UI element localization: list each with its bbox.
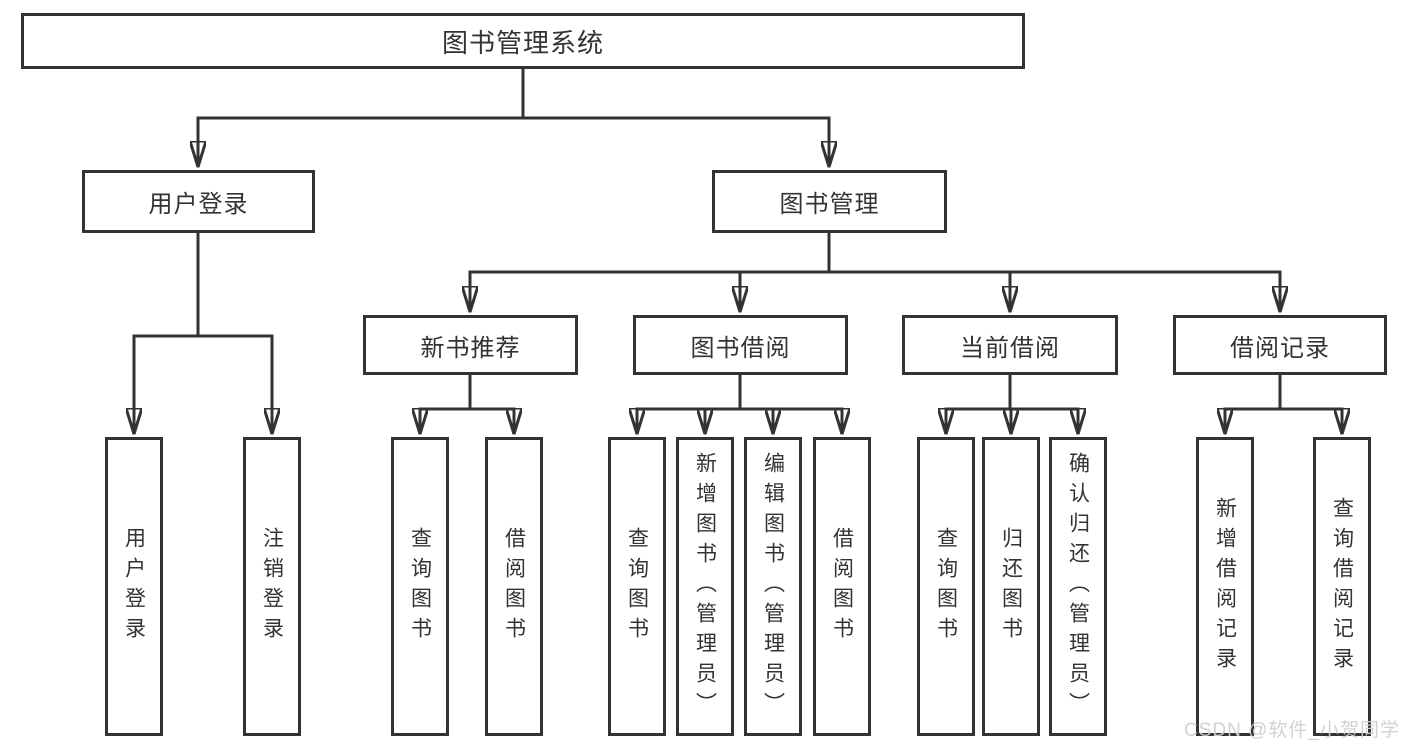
watermark: CSDN @软件_小贺同学: [1184, 720, 1400, 741]
leaf-confirm-return-admin: 确认归还（管理员）: [1049, 437, 1107, 736]
leaf-query-book-recommend: 查询图书: [391, 437, 449, 736]
connector-current-borrowing-children: [946, 373, 1078, 435]
leaf-query-book-current: 查询图书: [917, 437, 975, 736]
connector-book-management-children: [470, 231, 1280, 313]
leaf-borrow-book-recommend: 借阅图书: [485, 437, 543, 736]
leaf-add-book-admin: 新增图书（管理员）: [676, 437, 734, 736]
connector-user-login-children: [134, 231, 272, 435]
connector-borrowing-records-children: [1225, 373, 1342, 435]
leaf-query-borrow-record: 查询借阅记录: [1313, 437, 1371, 736]
leaf-user-login: 用户登录: [105, 437, 163, 736]
node-book-management: 图书管理: [712, 170, 947, 233]
node-new-book-recommend: 新书推荐: [363, 315, 578, 375]
node-current-borrowing: 当前借阅: [902, 315, 1118, 375]
leaf-query-book-borrowing: 查询图书: [608, 437, 666, 736]
leaf-edit-book-admin: 编辑图书（管理员）: [744, 437, 802, 736]
node-borrowing-records: 借阅记录: [1173, 315, 1387, 375]
node-book-borrowing: 图书借阅: [633, 315, 848, 375]
leaf-logout-login: 注销登录: [243, 437, 301, 736]
leaf-add-borrow-record: 新增借阅记录: [1196, 437, 1254, 736]
connector-root-to-level2: [198, 67, 829, 168]
node-user-login: 用户登录: [82, 170, 315, 233]
connector-book-borrowing-children: [637, 373, 842, 435]
leaf-return-book: 归还图书: [982, 437, 1040, 736]
leaf-borrow-book: 借阅图书: [813, 437, 871, 736]
connector-new-book-recommend-children: [420, 373, 514, 435]
node-root: 图书管理系统: [21, 13, 1025, 69]
